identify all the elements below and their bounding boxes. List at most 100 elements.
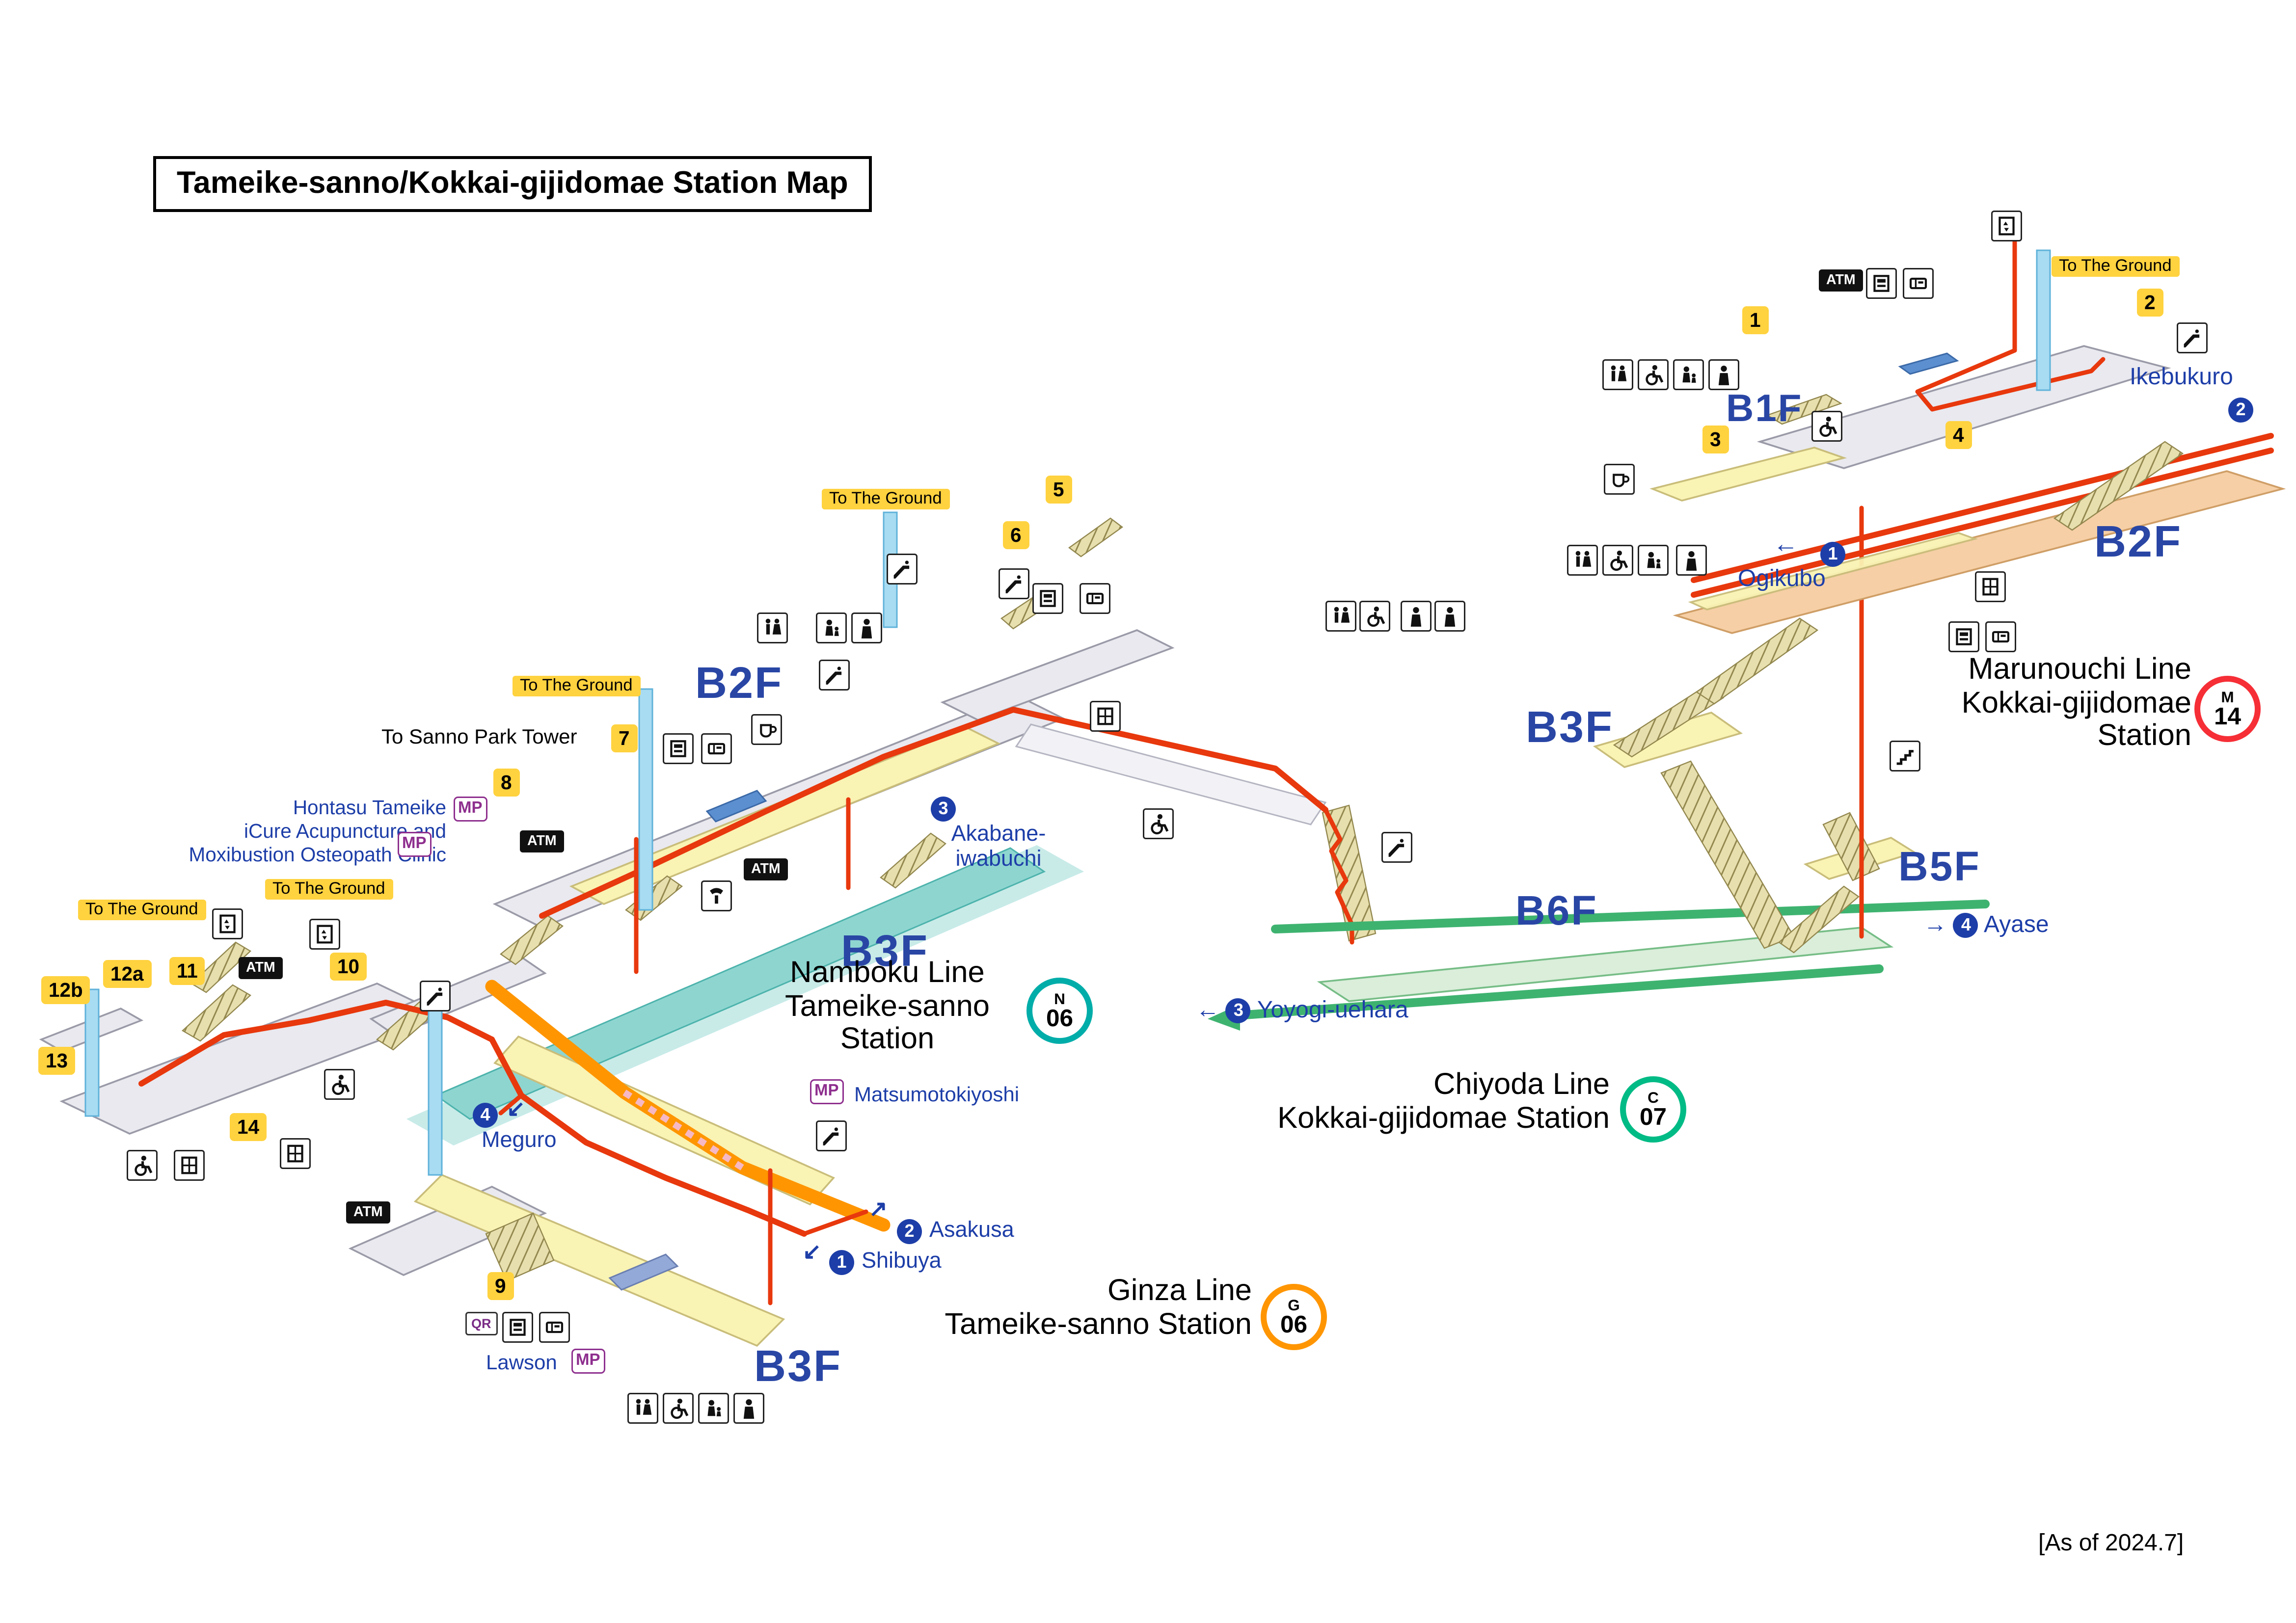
fare-adjustment-icon [1948,621,1979,652]
platform-badge-ogikubo: 1 [1820,542,1845,567]
exit-9: 9 [487,1272,513,1300]
escalator-icon [999,568,1029,599]
escalator-icon [1381,832,1412,863]
fare-adjustment-icon [502,1312,533,1343]
accessible-icon [663,1393,694,1424]
platform-badge-asakusa: 2 [897,1219,922,1244]
exit-1: 1 [1742,306,1768,334]
floor-label-b3f-mid: B3F [1526,704,1614,752]
destination-akabane-iwabuchi: Akabane- iwabuchi [951,822,1046,872]
escalator-icon [816,1120,847,1151]
ginza-line-badge: G 06 [1261,1284,1327,1350]
mp-badge: MP [810,1079,843,1104]
baby-icon [816,612,847,643]
lawson-label: Lawson [486,1350,557,1374]
exit-8: 8 [493,769,519,797]
page-title: Tameike-sanno/Kokkai-gijidomae Station M… [153,156,872,212]
person-icon [851,612,882,643]
restroom-icon [1325,601,1356,632]
floor-label-b2f-marunouchi: B2F [2094,518,2183,567]
accessible-icon [1602,545,1633,576]
marunouchi-line-badge: M 14 [2194,676,2261,742]
to-the-ground-label: To The Ground [265,879,393,900]
ticket-machine-icon [539,1312,570,1343]
exit-5: 5 [1046,476,1072,504]
escalator-icon [819,660,850,691]
exit-7: 7 [611,724,637,752]
namboku-line-badge: N 06 [1026,978,1093,1044]
elevator-icon [309,919,340,950]
baby-icon [1673,359,1704,390]
elevator-icon [1991,211,2022,241]
phone-icon [701,880,732,911]
floor-label-b3f-ginza: B3F [754,1343,842,1391]
floor-label-b2f-namboku: B2F [695,660,783,708]
fare-adjustment-icon [1032,583,1063,614]
accessible-icon [1359,601,1390,632]
person-icon [1401,601,1432,632]
platform-badge-meguro: 4 [473,1103,498,1128]
mp-badge: MP [571,1349,605,1374]
exit-4: 4 [1945,421,1972,449]
accessible-icon [127,1150,158,1181]
namboku-line-name: Namboku Line Tameike-sanno Station [784,956,990,1056]
sanno-park-tower-note: To Sanno Park Tower [381,724,577,748]
ticket-machine-icon [1080,583,1110,614]
restroom-icon [1567,545,1598,576]
exit-12b: 12b [41,976,90,1004]
ginza-line-name: Ginza Line Tameike-sanno Station [945,1274,1252,1341]
exit-2: 2 [2137,289,2163,317]
accessible-icon [1811,411,1842,442]
to-the-ground-label: To The Ground [513,676,640,696]
to-the-ground-label: To The Ground [2052,256,2179,277]
mp-badge: MP [398,832,431,857]
cafe-icon [751,714,782,745]
elevator-icon [212,908,243,939]
person-icon [1434,601,1465,632]
baby-icon [1638,545,1669,576]
accessible-icon [324,1069,355,1100]
exit-3: 3 [1702,426,1729,453]
escalator-icon [2177,322,2208,353]
atm-sign: ATM [1819,269,1863,292]
destination-yoyogi-uehara: ← 3 Yoyogi-uehara [1196,998,1408,1024]
hontasu-clinic-label: Hontasu Tameike iCure Acupuncture and Mo… [189,797,446,866]
atm-sign: ATM [520,830,564,852]
restroom-icon [1602,359,1633,390]
restroom-icon [627,1393,658,1424]
locker-icon [174,1150,205,1181]
locker-icon [280,1138,311,1169]
floor-label-b5f: B5F [1898,844,1981,889]
destination-ikebukuro: Ikebukuro [2130,365,2233,390]
to-the-ground-label: To The Ground [78,900,206,920]
destination-asakusa: Asakusa [929,1218,1014,1243]
person-icon [733,1393,764,1424]
ticket-machine-icon [1903,268,1934,299]
kokkai-gijidomae-structure [1208,230,2286,1031]
accessible-icon [1143,808,1174,839]
platform-badge-ikebukuro: 2 [2228,398,2253,423]
stairs-icon [1890,741,1920,772]
destination-shibuya: Shibuya [862,1249,942,1274]
exit-13: 13 [38,1047,76,1075]
cafe-icon [1604,464,1635,495]
exit-11: 11 [169,957,205,985]
destination-meguro: Meguro [482,1128,557,1153]
destination-ayase: → 4 Ayase [1923,913,2049,938]
mp-badge: MP [454,797,487,822]
fare-adjustment-icon [1866,268,1897,299]
arrow-shibuya: ↙ [803,1240,821,1265]
to-the-ground-label: To The Ground [822,489,949,509]
tameike-sanno-structure [39,511,1377,1347]
restroom-icon [757,612,788,643]
exit-10: 10 [330,953,367,981]
accessible-icon [1638,359,1669,390]
atm-sign: ATM [346,1201,390,1224]
floor-label-b3f-namboku: B3F [841,928,929,976]
atm-sign: ATM [239,957,283,979]
arrow-ogikubo: ← [1773,530,1798,558]
platform-badge-akabane: 3 [931,797,956,822]
matsumotokiyoshi-label: Matsumotokiyoshi [854,1082,1020,1106]
